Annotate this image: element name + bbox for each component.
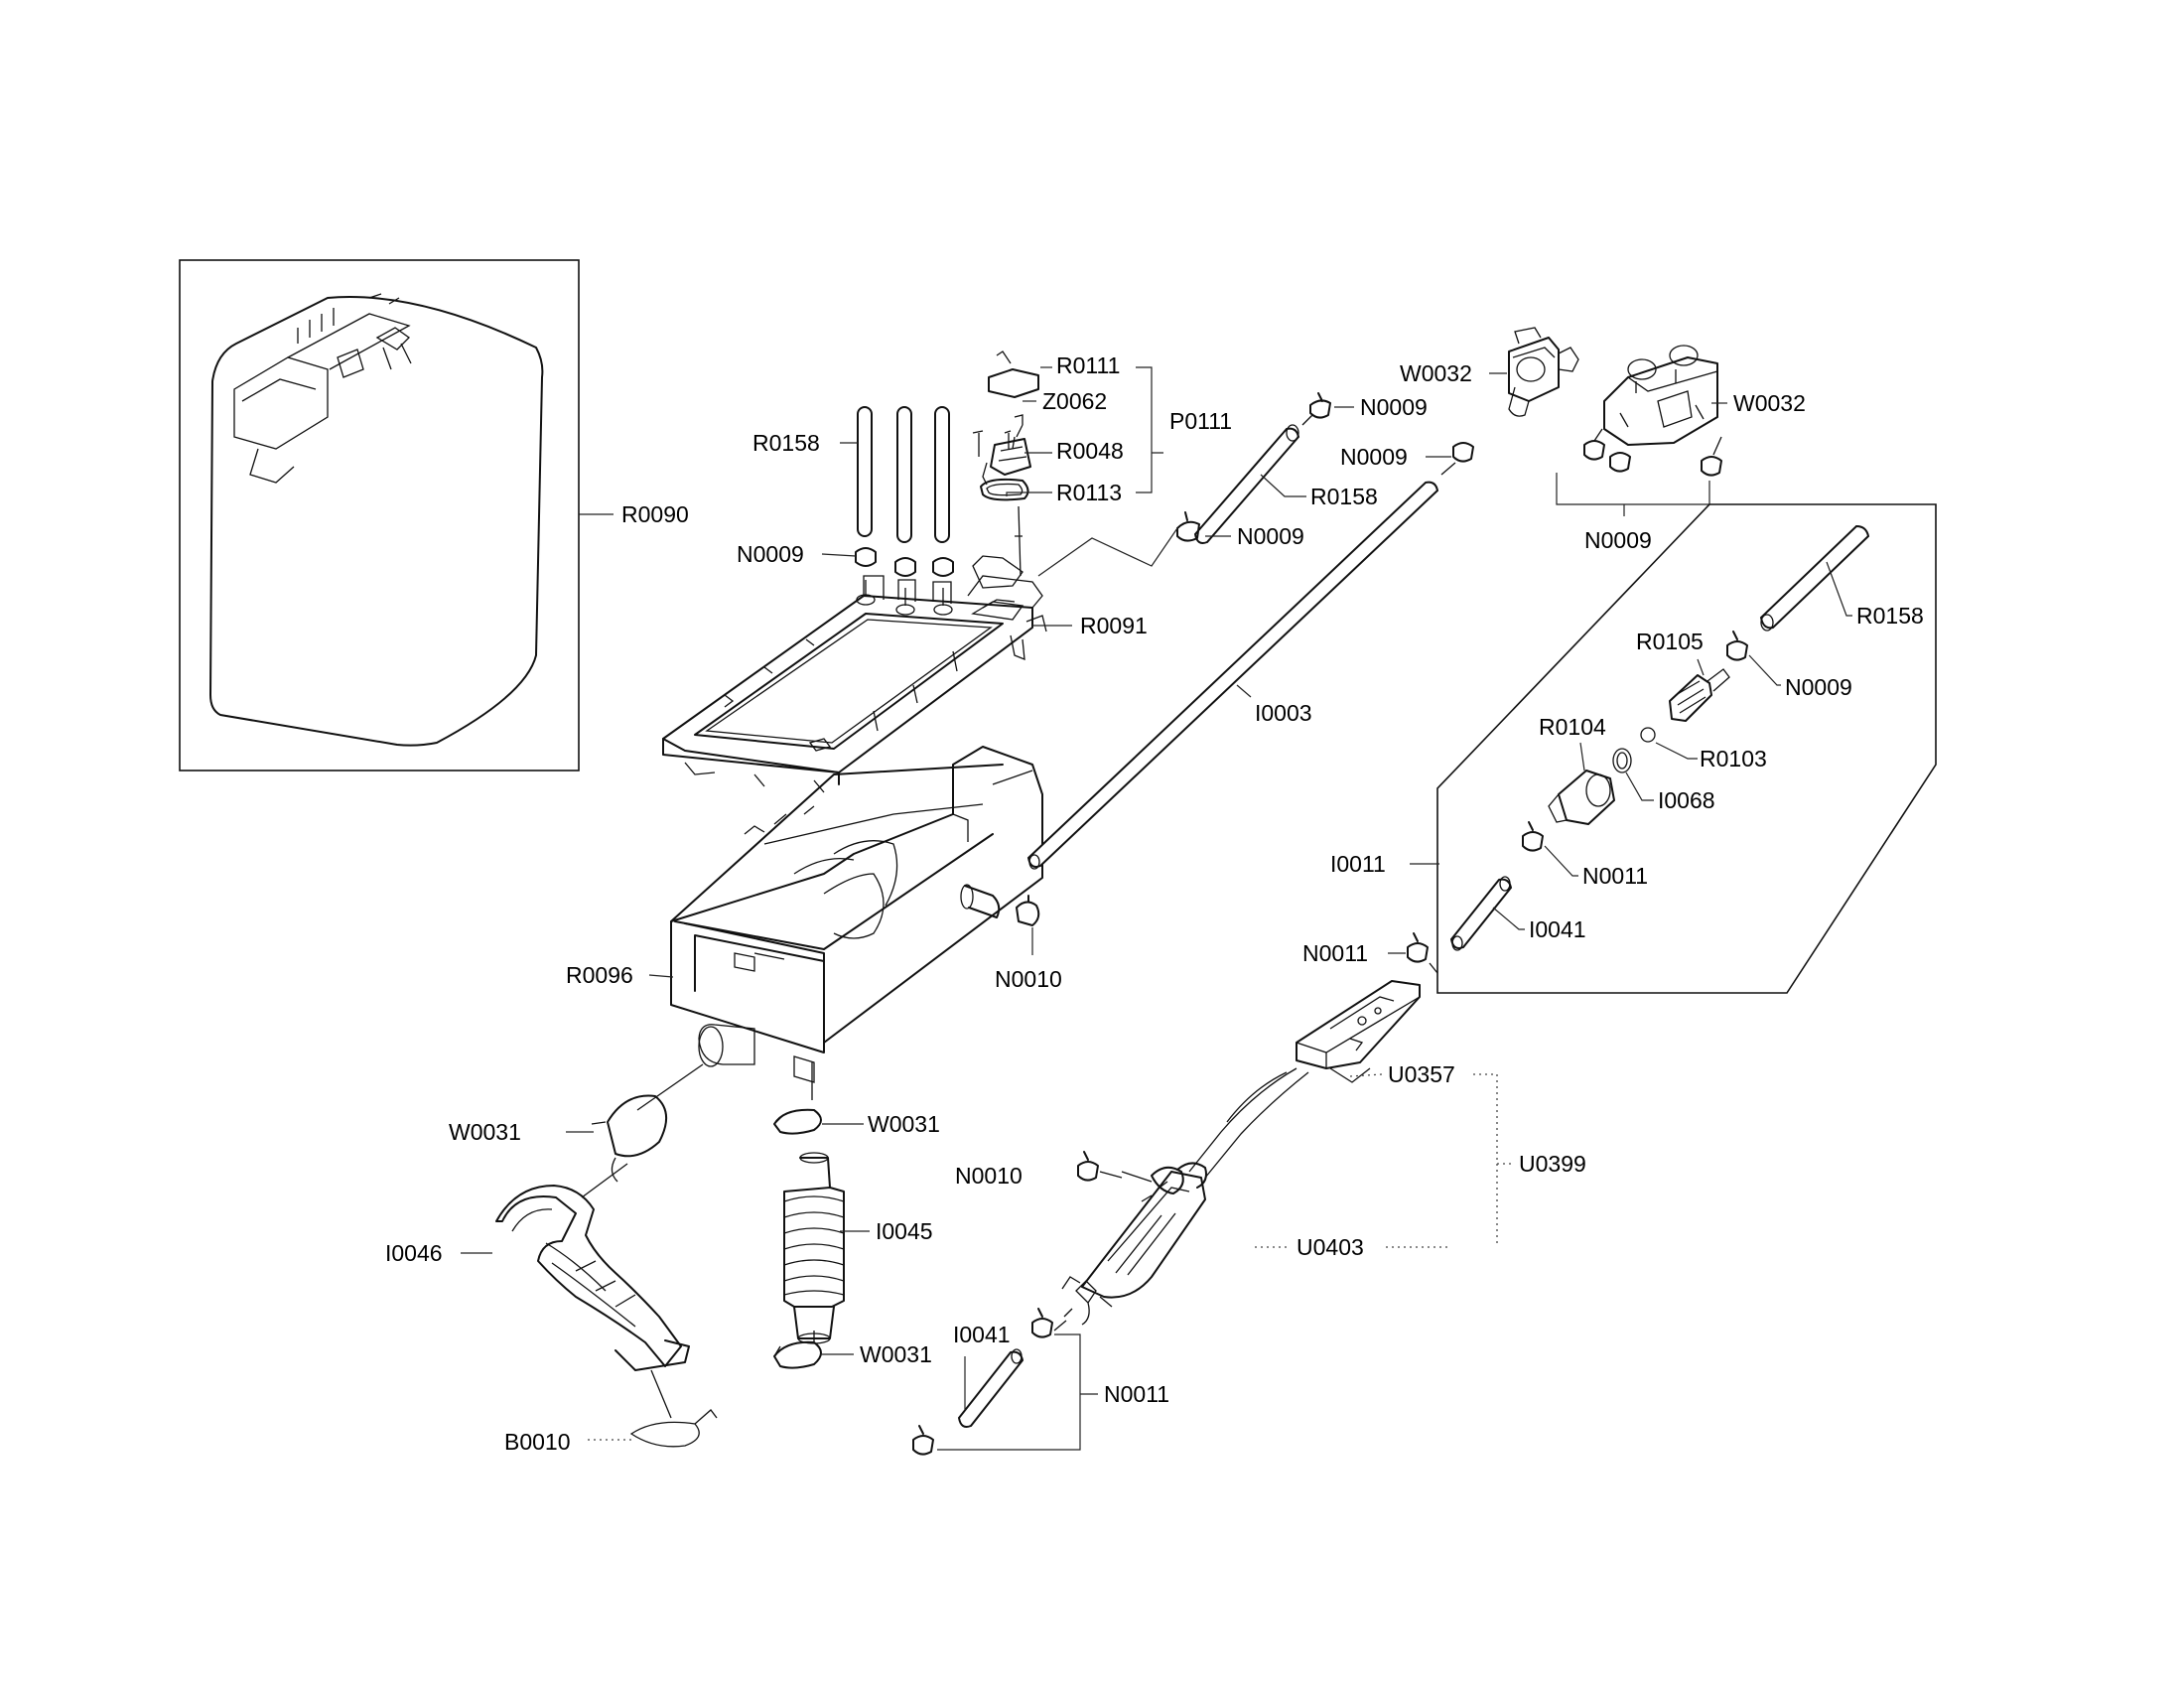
drain-hose-i0046 xyxy=(495,1185,690,1371)
clamp-n0011-b xyxy=(1407,932,1429,963)
clip-b0010 xyxy=(629,1369,718,1448)
label-n0011-b[interactable]: N0011 xyxy=(1302,940,1368,966)
label-n0009-c[interactable]: N0009 xyxy=(1360,394,1428,420)
inset-filter-group xyxy=(1436,503,1937,994)
leader-r0158-b xyxy=(1260,474,1306,497)
clamp-n0011-a xyxy=(1522,821,1544,852)
label-z0062[interactable]: Z0062 xyxy=(1042,388,1107,414)
label-i0041-a[interactable]: I0041 xyxy=(1529,916,1586,942)
leader-n0009-a xyxy=(821,553,857,557)
leader-u0357 xyxy=(1349,1073,1383,1077)
label-w0031-c[interactable]: W0031 xyxy=(860,1341,932,1367)
label-p0111[interactable]: P0111 xyxy=(1169,408,1232,434)
label-n0009-e[interactable]: N0009 xyxy=(1584,527,1652,553)
label-w0032-b[interactable]: W0032 xyxy=(1733,390,1806,416)
label-r0111[interactable]: R0111 xyxy=(1056,352,1120,378)
leader-i0003 xyxy=(1236,684,1252,698)
clamp-n0009-f xyxy=(1726,631,1748,661)
label-i0068[interactable]: I0068 xyxy=(1658,787,1715,813)
label-r0096[interactable]: R0096 xyxy=(566,962,633,988)
label-i0003[interactable]: I0003 xyxy=(1255,700,1312,726)
leader-r0105 xyxy=(1697,658,1705,676)
label-r0113[interactable]: R0113 xyxy=(1056,480,1122,505)
label-r0104[interactable]: R0104 xyxy=(1539,714,1606,740)
filter-housing-r0104 xyxy=(1548,748,1632,825)
leader-r0113 xyxy=(1006,491,1052,496)
label-r0091[interactable]: R0091 xyxy=(1080,613,1148,638)
leader-i0041-a xyxy=(1492,907,1525,930)
leader-n0009-f xyxy=(1748,654,1781,686)
clamp-w0031-a xyxy=(591,1094,667,1183)
part-r0103 xyxy=(1640,727,1656,743)
label-n0010-b[interactable]: N0010 xyxy=(955,1163,1023,1189)
label-i0041-b[interactable]: I0041 xyxy=(953,1322,1011,1347)
label-b0010[interactable]: B0010 xyxy=(504,1429,571,1455)
leader-i0068 xyxy=(1625,772,1654,801)
leader-r0096 xyxy=(648,974,674,978)
label-n0011-a[interactable]: N0011 xyxy=(1582,863,1648,889)
label-r0105[interactable]: R0105 xyxy=(1636,629,1704,654)
label-w0031-b[interactable]: W0031 xyxy=(868,1111,940,1137)
filter-r0105 xyxy=(1669,668,1730,722)
label-i0045[interactable]: I0045 xyxy=(876,1218,933,1244)
sensor-assembly xyxy=(972,351,1039,589)
label-w0031-a[interactable]: W0031 xyxy=(449,1119,521,1145)
connector-line xyxy=(1037,527,1178,577)
label-i0046[interactable]: I0046 xyxy=(385,1240,443,1266)
leader-r0158-c xyxy=(1826,561,1852,617)
label-r0158-c[interactable]: R0158 xyxy=(1856,603,1924,629)
pump-assembly xyxy=(1031,1067,1309,1338)
label-r0048[interactable]: R0048 xyxy=(1056,438,1124,464)
label-r0090[interactable]: R0090 xyxy=(621,501,689,527)
clamp-w0031-b xyxy=(773,1062,822,1135)
leader-r0104 xyxy=(1579,742,1585,772)
label-u0399[interactable]: U0399 xyxy=(1519,1151,1586,1177)
label-r0158-a[interactable]: R0158 xyxy=(752,430,820,456)
label-n0010-a[interactable]: N0010 xyxy=(995,966,1062,992)
bracket-n0011-c xyxy=(937,1333,1098,1451)
label-u0357[interactable]: U0357 xyxy=(1388,1061,1455,1087)
label-n0011-c[interactable]: N0011 xyxy=(1104,1381,1169,1407)
water-valve-double xyxy=(1583,345,1722,477)
bellows-i0045 xyxy=(783,1152,845,1344)
guide-line-a xyxy=(581,1063,704,1198)
hose-i0041-b xyxy=(912,1348,1024,1456)
label-w0032-a[interactable]: W0032 xyxy=(1400,360,1472,386)
leader-r0103 xyxy=(1655,742,1698,760)
hose-i0041-a xyxy=(1449,876,1513,951)
label-u0403[interactable]: U0403 xyxy=(1297,1234,1364,1260)
label-n0009-a[interactable]: N0009 xyxy=(737,541,804,567)
hose-group-left xyxy=(855,406,954,616)
bracket-u0357 xyxy=(1296,980,1421,1083)
hose-right xyxy=(1759,524,1870,632)
label-r0158-b[interactable]: R0158 xyxy=(1310,484,1378,509)
dispenser-box xyxy=(670,746,1043,1083)
label-n0009-d[interactable]: N0009 xyxy=(1340,444,1408,470)
dispenser-cover xyxy=(662,575,1047,793)
label-n0009-f[interactable]: N0009 xyxy=(1785,674,1852,700)
hose-middle xyxy=(1176,392,1331,544)
label-n0009-b[interactable]: N0009 xyxy=(1237,523,1304,549)
label-i0011[interactable]: I0011 xyxy=(1330,851,1386,877)
inset-assembly-view xyxy=(179,259,580,772)
water-valve-single xyxy=(1508,327,1579,417)
bracket-p0111 xyxy=(1136,366,1163,493)
bracket-u0399 xyxy=(1473,1073,1513,1243)
bracket-n0009-e xyxy=(1556,473,1710,516)
long-tube xyxy=(1026,442,1474,870)
label-r0103[interactable]: R0103 xyxy=(1700,746,1767,772)
leader-n0011-a xyxy=(1544,845,1578,877)
